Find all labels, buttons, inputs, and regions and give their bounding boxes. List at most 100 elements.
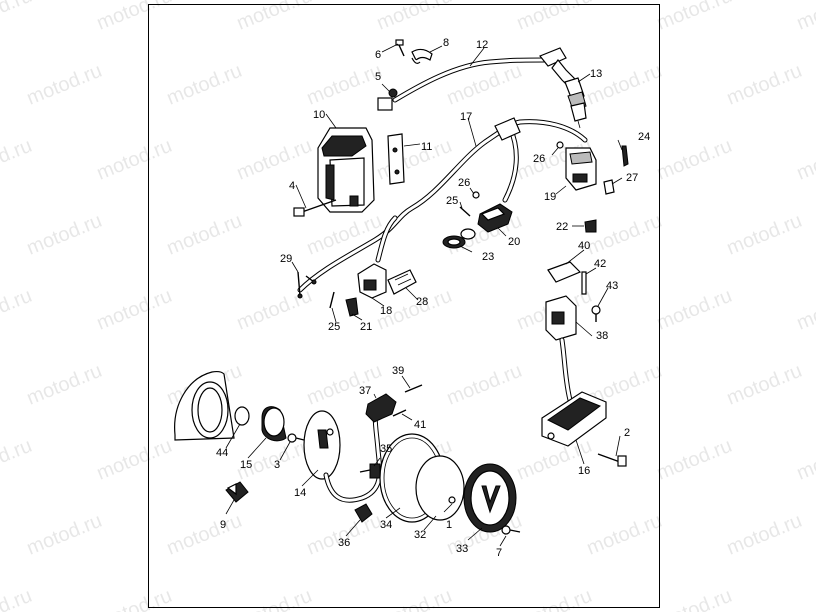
- watermark-text: motod.ru: [444, 360, 525, 410]
- bracket-40: [547, 261, 582, 283]
- watermark-text: motod.ru: [0, 435, 35, 485]
- pin-41: [392, 409, 407, 417]
- connector-38: [545, 295, 577, 341]
- callout-38: 38: [596, 330, 608, 342]
- watermark-text: motod.ru: [794, 285, 816, 335]
- callout-42: 42: [594, 258, 606, 270]
- rotor-15: [261, 406, 287, 442]
- callout-37: 37: [359, 385, 371, 397]
- watermark-text: motod.ru: [654, 135, 735, 185]
- screw-7: [501, 525, 521, 535]
- watermark-text: motod.ru: [234, 135, 315, 185]
- watermark-text: motod.ru: [514, 585, 595, 612]
- watermark-text: motod.ru: [584, 510, 665, 560]
- terminal-21: [345, 297, 359, 317]
- callout-15: 15: [240, 459, 252, 471]
- connector-19: [565, 147, 597, 191]
- callout-34: 34: [380, 519, 392, 531]
- callout-23: 23: [482, 251, 494, 263]
- clamp-36: [354, 503, 373, 523]
- callout-41: 41: [414, 419, 426, 431]
- callout-33: 33: [456, 543, 468, 555]
- screw-1: [448, 496, 456, 504]
- connector-37: [365, 393, 397, 423]
- callout-40: 40: [578, 240, 590, 252]
- watermark-text: motod.ru: [164, 60, 245, 110]
- callout-35: 35: [380, 443, 392, 455]
- callout-5: 5: [375, 71, 381, 83]
- watermark-text: motod.ru: [94, 585, 175, 612]
- callout-26: 26: [533, 153, 545, 165]
- screw-26b: [472, 191, 480, 199]
- callout-13: 13: [590, 68, 602, 80]
- watermark-text: motod.ru: [234, 0, 315, 35]
- grommet-23: [442, 228, 476, 249]
- pin-39: [404, 384, 423, 393]
- watermark-text: motod.ru: [94, 0, 175, 35]
- callout-2: 2: [624, 427, 630, 439]
- screw-26a: [556, 141, 564, 149]
- watermark-text: motod.ru: [304, 60, 385, 110]
- ignition-coil: [317, 127, 375, 213]
- callout-36: 36: [338, 537, 350, 549]
- callout-8: 8: [443, 37, 449, 49]
- cover-44: [174, 371, 235, 441]
- watermark-text: motod.ru: [724, 60, 805, 110]
- watermark-text: motod.ru: [24, 210, 105, 260]
- terminal-42: [581, 271, 587, 295]
- callout-25: 25: [328, 321, 340, 333]
- watermark-text: motod.ru: [234, 585, 315, 612]
- spacer-35: [359, 463, 381, 479]
- connector-20: [477, 203, 513, 233]
- screw-3: [287, 433, 305, 443]
- callout-18: 18: [380, 305, 392, 317]
- watermark-text: motod.ru: [374, 0, 455, 35]
- watermark-text: motod.ru: [0, 585, 35, 612]
- watermark-text: motod.ru: [234, 285, 315, 335]
- pin-24: [621, 145, 629, 167]
- bolt-2: [597, 453, 627, 467]
- plug-boot: [539, 47, 567, 67]
- callout-16: 16: [578, 465, 590, 477]
- watermark-text: motod.ru: [654, 585, 735, 612]
- watermark-text: motod.ru: [794, 0, 816, 35]
- callout-27: 27: [626, 172, 638, 184]
- watermark-text: motod.ru: [374, 135, 455, 185]
- watermark-text: motod.ru: [94, 135, 175, 185]
- watermark-text: motod.ru: [374, 585, 455, 612]
- callout-32: 32: [414, 529, 426, 541]
- gasket-44b: [234, 406, 250, 426]
- clip-8: [411, 48, 433, 61]
- coil-terminal: [377, 97, 393, 111]
- callout-17: 17: [460, 111, 472, 123]
- watermark-text: motod.ru: [0, 135, 35, 185]
- leader-lines: [225, 43, 623, 547]
- callout-1: 1: [446, 519, 452, 531]
- watermark-text: motod.ru: [24, 60, 105, 110]
- watermark-text: motod.ru: [514, 0, 595, 35]
- nut-5: [388, 88, 398, 98]
- watermark-text: motod.ru: [94, 285, 175, 335]
- watermark-text: motod.ru: [654, 435, 735, 485]
- watermark-text: motod.ru: [0, 285, 35, 335]
- coil-bracket: [387, 133, 405, 185]
- timer-cover: [463, 463, 517, 533]
- callout-26: 26: [458, 177, 470, 189]
- callout-39: 39: [392, 365, 404, 377]
- watermark-text: motod.ru: [164, 210, 245, 260]
- callout-12: 12: [476, 39, 488, 51]
- callout-10: 10: [313, 109, 325, 121]
- screw-43: [591, 305, 601, 315]
- watermark-text: motod.ru: [164, 510, 245, 560]
- watermark-text: motod.ru: [794, 135, 816, 185]
- watermark-text: motod.ru: [654, 0, 735, 35]
- watermark-text: motod.ru: [304, 510, 385, 560]
- watermark-text: motod.ru: [94, 435, 175, 485]
- sensor-plate: [303, 410, 341, 480]
- ignition-module: [541, 391, 607, 447]
- connector-18: [357, 263, 387, 299]
- terminal-25b: [329, 291, 335, 309]
- terminal-22: [584, 219, 597, 233]
